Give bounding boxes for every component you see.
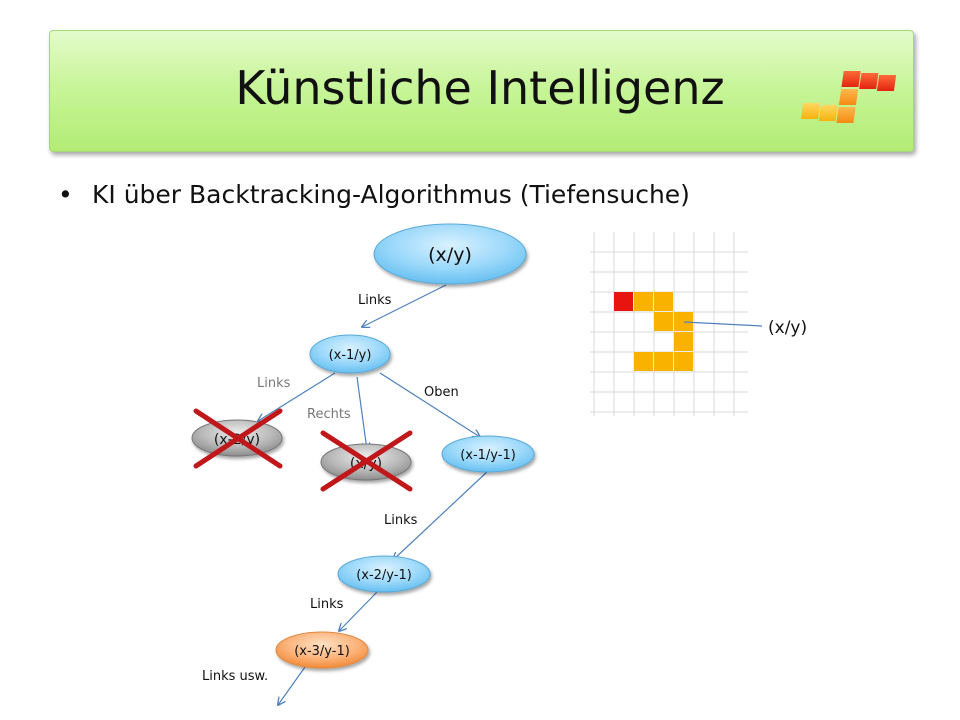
node-up	[441, 435, 535, 473]
cross-mark-left-icon	[193, 408, 283, 469]
node-n1-label: (x-1/y)	[329, 348, 372, 363]
grid-cell-yellow	[674, 312, 693, 331]
grid-callout-line	[683, 321, 763, 327]
bullet-item: • KI über Backtracking-Algorithmus (Tiefe…	[58, 175, 690, 215]
node-n2-label: (x-2/y-1)	[356, 568, 412, 583]
grid-cell-yellow	[634, 352, 653, 371]
node-n1	[309, 334, 391, 374]
logo-icon	[800, 71, 897, 123]
edge-label-n3-more: Links usw.	[202, 669, 268, 684]
grid-cell-yellow	[654, 292, 673, 311]
edge-label-n1-up: Oben	[424, 385, 459, 400]
edge-n3-more	[278, 666, 306, 705]
edge-label-root-n1: Links	[358, 293, 392, 308]
node-up-label: (x-1/y-1)	[460, 448, 516, 463]
edge-label-n1-left: Links	[257, 376, 291, 391]
bullet-dot: •	[58, 180, 73, 209]
grid-cell-yellow	[674, 332, 693, 351]
grid-cell-yellow	[634, 292, 653, 311]
node-root	[373, 223, 527, 285]
node-n3-label: (x-3/y-1)	[294, 644, 350, 659]
title-banner	[49, 30, 914, 152]
grid-cell-yellow	[674, 352, 693, 371]
edge-root-n1	[362, 284, 447, 327]
edge-n1-right	[356, 376, 367, 450]
grid-callout-label: (x/y)	[768, 318, 807, 338]
edge-label-up-n2: Links	[384, 513, 418, 528]
game-grid	[590, 232, 763, 416]
edge-up-n2	[393, 470, 489, 560]
edge-n2-n3	[339, 589, 380, 631]
edge-label-n1-right: Rechts	[307, 407, 351, 422]
edge-n1-up	[379, 372, 480, 437]
grid-cell-yellow	[654, 352, 673, 371]
tree-edges	[258, 284, 489, 705]
edge-label-n2-n3: Links	[310, 597, 344, 612]
slide-title: Künstliche Intelligenz	[235, 61, 725, 115]
node-n2	[337, 555, 431, 593]
bullet-text: KI über Backtracking-Algorithmus (Tiefen…	[92, 180, 690, 209]
edge-n1-left	[258, 372, 336, 421]
grid-cell-yellow	[654, 312, 673, 331]
cross-mark-right-icon	[320, 430, 413, 492]
grid-cell-red	[614, 292, 633, 311]
node-n3	[275, 631, 369, 669]
node-root-label: (x/y)	[428, 244, 472, 266]
